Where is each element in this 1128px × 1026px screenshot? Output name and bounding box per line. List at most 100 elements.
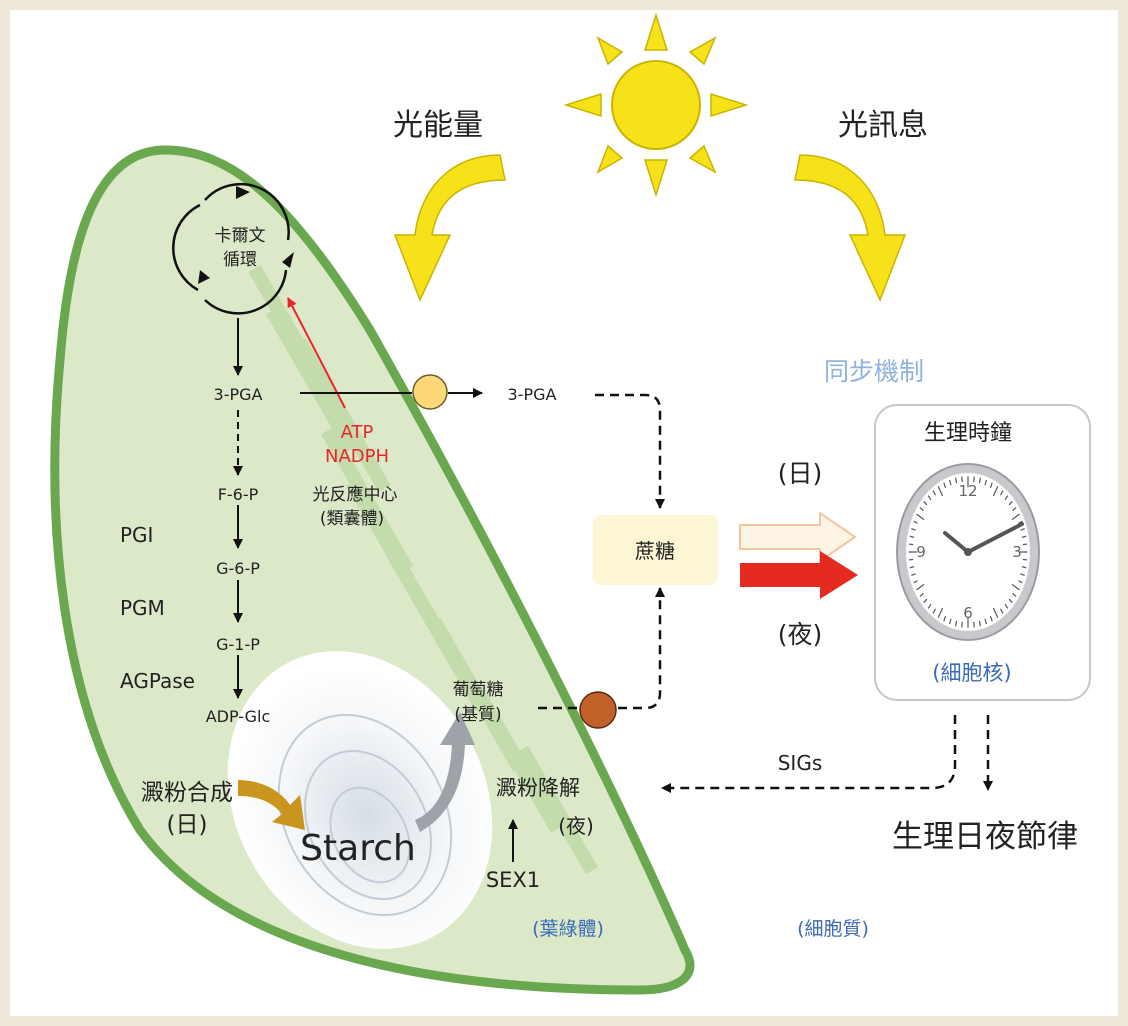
f6p-label: F-6-P: [218, 485, 259, 504]
starch-synthesis-day-label: (日): [167, 812, 208, 838]
clock-tick: [913, 520, 918, 524]
clock-tick: [978, 477, 981, 484]
clock-tick: [916, 513, 925, 521]
light-signal-arrow: [794, 154, 907, 302]
clock-tick: [984, 479, 987, 486]
nadph-label: NADPH: [325, 446, 389, 467]
clock-tick: [937, 486, 944, 497]
clock-numeral-12: 12: [958, 482, 977, 500]
clock-numeral-3: 3: [1012, 543, 1022, 561]
clock-tick: [911, 528, 916, 531]
clock-tick: [919, 506, 924, 512]
clock-tick: [937, 607, 944, 618]
clock-tick: [999, 490, 1004, 496]
reaction-center-label-1: 光反應中心: [313, 484, 398, 505]
clock-tick: [919, 592, 924, 598]
clock-tick: [932, 608, 937, 614]
clock-numeral-6: 6: [963, 604, 973, 622]
atp-label: ATP: [341, 422, 374, 443]
pgm-label: PGM: [120, 596, 165, 620]
glucose-transporter: [579, 691, 617, 729]
clock-tick: [1022, 543, 1028, 546]
clock-tick: [949, 479, 952, 486]
clock-tick: [955, 477, 958, 484]
light-energy-label: 光能量: [393, 108, 483, 143]
starch-granule: [227, 651, 493, 949]
cytoplasm-label: (細胞質): [797, 918, 869, 940]
starch-degradation-label: 澱粉降解: [496, 776, 580, 800]
reaction-center-label-2: (類囊體): [320, 509, 384, 529]
clock-tick: [989, 482, 993, 488]
pga-outside-label: 3-PGA: [508, 385, 557, 404]
clock-tick: [1004, 495, 1009, 501]
calvin-cycle-label-2: 循環: [223, 250, 257, 270]
day-label: (日): [778, 459, 823, 488]
g1p-label: G-1-P: [216, 635, 260, 654]
starch-degradation-arrow: [415, 712, 475, 832]
clock-tick: [911, 573, 916, 576]
clock-tick: [943, 616, 947, 622]
light-signal-label: 光訊息: [838, 108, 928, 143]
adp-glc-label: ADP-Glc: [206, 707, 271, 726]
night-label: (夜): [778, 620, 823, 649]
sucrose-label: 蔗糖: [635, 539, 675, 563]
nucleus-label: (細胞核): [932, 661, 1011, 685]
sex1-label: SEX1: [486, 868, 540, 892]
clock-tick: [984, 618, 987, 625]
clock-tick: [1018, 520, 1023, 524]
clock-tick: [992, 486, 999, 497]
chloroplast-label: (葉綠體): [532, 918, 604, 940]
clock-tick: [955, 620, 958, 627]
starch-synthesis-label: 澱粉合成: [141, 780, 233, 806]
clock-tick: [1008, 500, 1013, 506]
agpase-label: AGPase: [120, 669, 195, 693]
clock-tick: [1012, 592, 1017, 598]
calvin-cycle-icon: [172, 182, 294, 315]
clock-tick: [1022, 558, 1028, 561]
starch-degradation-night-label: (夜): [558, 814, 594, 838]
day-arrow: [739, 511, 857, 563]
glucose-label-2: (基質): [454, 705, 501, 725]
clock-tick: [999, 608, 1004, 614]
clock-tick: [1011, 513, 1020, 521]
starch-synthesis-arrow: [238, 780, 305, 830]
clock-tick: [1004, 603, 1009, 609]
clock-tick: [932, 490, 937, 496]
clock-tick: [1021, 535, 1027, 538]
starch-label: Starch: [300, 828, 416, 869]
pga-transporter: [412, 374, 448, 410]
clock-tick: [992, 607, 999, 618]
clock-tick: [923, 500, 928, 506]
clock-icon: [896, 463, 1040, 641]
clock-tick: [908, 558, 914, 561]
light-energy-arrow: [393, 154, 506, 302]
clock-title: 生理時鐘: [924, 421, 1012, 446]
g6p-label: G-6-P: [216, 559, 260, 578]
clock-tick: [916, 583, 925, 591]
calvin-cycle-label-1: 卡爾文: [215, 226, 266, 246]
clock-tick: [908, 543, 914, 546]
clock-tick: [909, 566, 915, 569]
clock-tick: [1020, 528, 1025, 531]
sun-icon: [563, 12, 749, 198]
clock-tick: [927, 495, 932, 501]
clock-tick: [943, 482, 947, 488]
clock-tick: [1021, 566, 1027, 569]
glucose-label-1: 葡萄糖: [453, 680, 504, 700]
clock-tick: [913, 580, 918, 584]
pga-inside-label: 3-PGA: [214, 385, 263, 404]
sigs-label: SIGs: [778, 751, 823, 775]
sync-mechanism-label: 同步機制: [824, 357, 924, 386]
clock-tick: [1011, 583, 1020, 591]
sucrose-box: [593, 515, 718, 585]
clock-tick: [1012, 506, 1017, 512]
thylakoid-stacks: [248, 265, 599, 875]
clock-tick: [949, 618, 952, 625]
clock-tick: [978, 620, 981, 627]
clock-tick: [989, 616, 993, 622]
clock-numeral-9: 9: [916, 543, 926, 561]
clock-tick: [909, 535, 915, 538]
clock-tick: [1020, 573, 1025, 576]
clock-tick: [923, 598, 928, 604]
